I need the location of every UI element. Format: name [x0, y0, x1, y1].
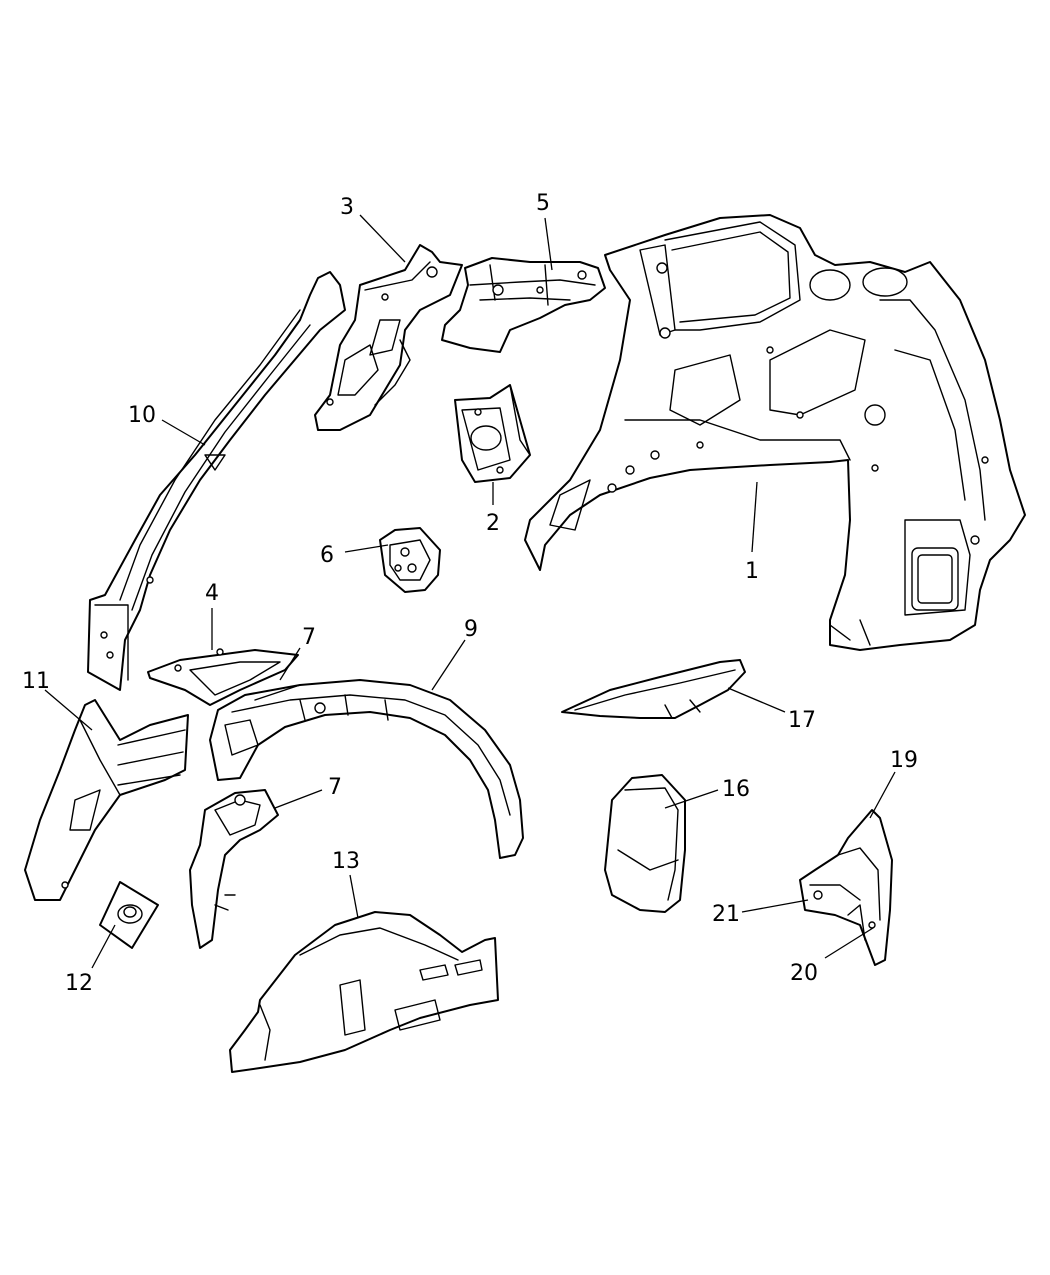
- callout-20: 20: [790, 961, 818, 986]
- callout-11: 11: [22, 669, 50, 694]
- part-19-bracket-assembly: [799, 809, 893, 966]
- leader-3: [359, 214, 406, 263]
- part-17-strip: [561, 659, 746, 719]
- callout-21: 21: [712, 902, 740, 927]
- part-4-plate: [147, 648, 299, 706]
- callout-4: 4: [205, 581, 219, 606]
- part-9-wheelhouse: [209, 679, 524, 859]
- part-11-pillar-trim: [24, 699, 189, 901]
- leader-1: [751, 481, 758, 553]
- part-1-quarter-inner-panel: [524, 214, 1026, 651]
- callout-13: 13: [332, 849, 360, 874]
- part-5-upper-rail: [441, 257, 606, 353]
- callout-2: 2: [486, 511, 500, 536]
- part-12-grommet-plate: [99, 881, 159, 949]
- callout-7-lower: 7: [328, 775, 342, 800]
- callout-9: 9: [464, 617, 478, 642]
- callout-7-upper: 7: [302, 625, 316, 650]
- leader-7b: [274, 789, 323, 809]
- leader-lines: [44, 214, 896, 969]
- leader-12: [91, 924, 116, 969]
- part-6-shield: [379, 527, 441, 593]
- leader-21: [741, 899, 809, 913]
- leader-5: [544, 217, 553, 271]
- leader-9: [431, 639, 466, 691]
- leader-16: [664, 789, 719, 809]
- part-7-upper-panel: [254, 684, 301, 701]
- leader-13: [349, 874, 359, 919]
- callout-3: 3: [340, 195, 354, 220]
- callout-16: 16: [722, 777, 750, 802]
- leader-6: [344, 544, 389, 553]
- leader-10: [161, 419, 206, 446]
- part-10-roof-rail: [87, 271, 346, 691]
- callout-labels: 1 2 3 4 5 6 7 7 9 10 11 12 13 16 17 19 2…: [22, 191, 918, 996]
- part-3-pillar-reinforcement: [314, 244, 463, 431]
- part-7-lower-bracket: [189, 789, 279, 949]
- leader-7a: [279, 647, 301, 681]
- callout-17: 17: [788, 708, 816, 733]
- part-16-tray: [604, 774, 686, 913]
- callout-12: 12: [65, 971, 93, 996]
- callout-6: 6: [320, 543, 334, 568]
- leader-11: [44, 689, 93, 731]
- part-2-bracket: [454, 384, 531, 483]
- callout-19: 19: [890, 748, 918, 773]
- callout-5: 5: [536, 191, 550, 216]
- leader-17: [727, 687, 786, 713]
- leader-19: [869, 771, 896, 819]
- part-13-wheelhouse-trim: [229, 911, 499, 1073]
- callout-10: 10: [128, 403, 156, 428]
- callout-1: 1: [745, 559, 759, 584]
- leader-20: [824, 927, 874, 959]
